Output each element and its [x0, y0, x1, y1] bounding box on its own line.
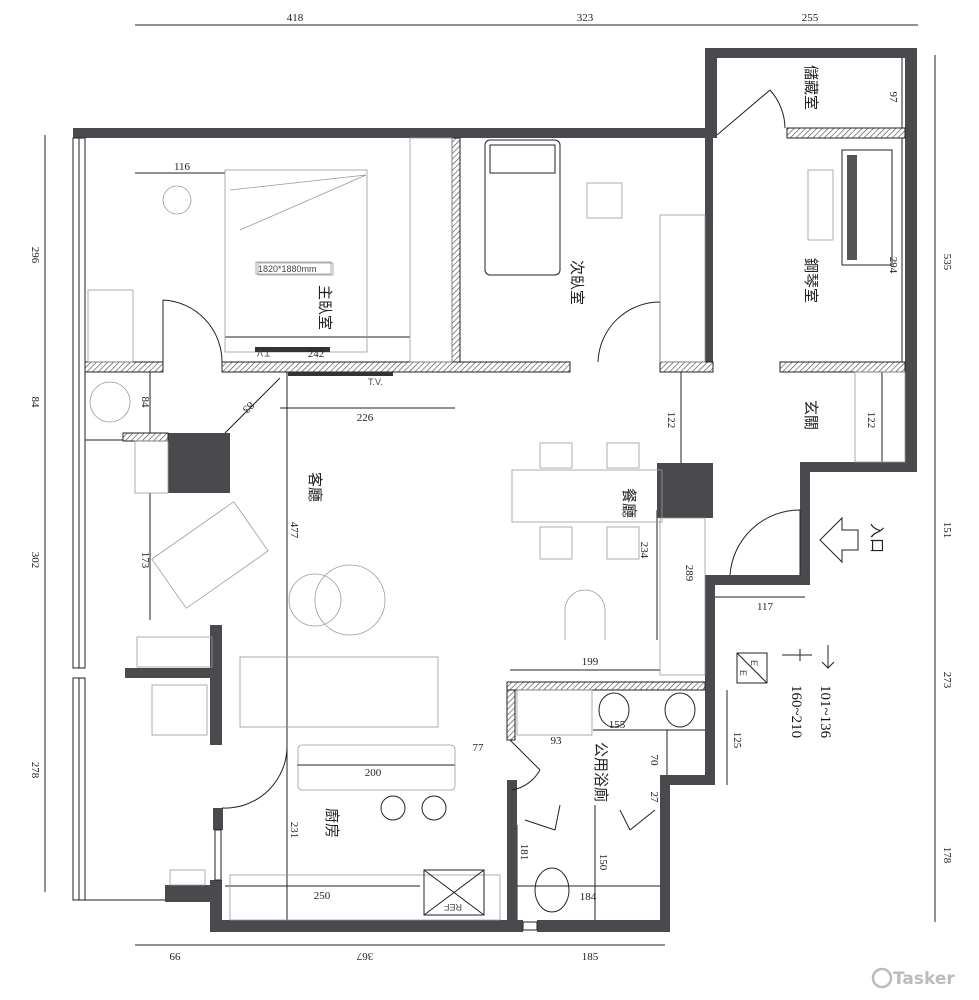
dim-250: 250 [314, 890, 331, 902]
dim-116: 116 [174, 161, 191, 173]
bed-size-label: 1820*1880mm [258, 264, 317, 274]
windows [72, 137, 538, 931]
tv-label-1: T.V. [255, 348, 270, 358]
dimension-lines [44, 24, 936, 946]
watermark-text: Tasker [893, 969, 955, 989]
furniture [87, 137, 906, 921]
arrow-icon [782, 649, 812, 661]
label-storage: 儲藏室 [802, 65, 820, 110]
dim-right-2: 151 [941, 522, 953, 539]
dim-top-1: 418 [287, 12, 304, 24]
dim-150: 150 [597, 854, 609, 871]
entrance-arrow-icon [819, 516, 859, 564]
label-master-bedroom: 主臥室 [316, 285, 334, 330]
dim-173: 173 [139, 552, 151, 569]
dim-right-3: 273 [941, 672, 953, 689]
column [168, 433, 230, 493]
dim-left-3: 302 [29, 552, 41, 569]
dimension-labels: 418 323 255 296 84 302 278 535 151 273 1… [29, 12, 953, 963]
interior-walls [84, 127, 906, 741]
elevator-sign: E E [736, 652, 768, 684]
dim-289: 289 [683, 565, 695, 582]
dim-77: 77 [473, 742, 485, 754]
dim-234: 234 [638, 542, 650, 559]
dim-top-3: 255 [802, 12, 819, 24]
dim-125: 125 [731, 732, 743, 749]
dim-bottom-3: 185 [582, 951, 599, 963]
tv-label-2: T.V. [368, 377, 383, 387]
dim-122-a: 122 [665, 412, 677, 429]
outer-walls [73, 48, 917, 932]
dim-117: 117 [757, 601, 774, 613]
room-labels: 主臥室 次臥室 儲藏室 鋼琴室 玄關 客廳 餐廳 廚房 公用浴廁 入口 [306, 65, 886, 838]
arrow-icon [821, 645, 835, 669]
label-kitchen: 廚房 [323, 808, 341, 838]
dim-181: 181 [518, 844, 530, 861]
dim-122-b: 122 [865, 412, 877, 429]
dim-right-4: 178 [941, 847, 953, 864]
dim-93: 93 [551, 735, 563, 747]
elevator-label-1: E [749, 660, 759, 666]
label-second-bedroom: 次臥室 [568, 260, 586, 305]
dim-184: 184 [580, 891, 597, 903]
dim-left-4: 278 [29, 762, 41, 779]
label-bathroom: 公用浴廁 [592, 742, 610, 802]
fridge-label: REF [443, 902, 462, 912]
range-label-1: 101~136 [817, 685, 833, 739]
dim-242: 242 [308, 348, 325, 360]
elevator-label-2: E [738, 670, 748, 676]
dim-199: 199 [582, 656, 599, 668]
furniture-labels: 1820*1880mm T.V. T.V. REF E E 101~136 16… [255, 261, 835, 912]
dim-bottom-1: 99 [169, 950, 181, 962]
dim-155: 155 [609, 719, 626, 731]
watermark: Tasker [871, 967, 955, 989]
dim-bottom-2: 367 [356, 950, 373, 962]
dim-left-1: 296 [29, 247, 41, 264]
dim-27: 27 [648, 792, 660, 804]
label-dining-room: 餐廳 [620, 488, 638, 518]
label-entrance: 入口 [868, 523, 886, 553]
watermark-logo-icon [871, 967, 893, 989]
dim-83: 83 [240, 399, 257, 416]
range-label-2: 160~210 [788, 685, 804, 738]
dim-231: 231 [288, 822, 300, 839]
dim-70: 70 [648, 755, 660, 767]
dim-right-1: 535 [941, 254, 953, 271]
column [657, 463, 713, 518]
label-living-room: 客廳 [306, 472, 324, 502]
dim-200: 200 [365, 767, 382, 779]
dim-97: 97 [887, 92, 899, 104]
label-piano-room: 鋼琴室 [802, 258, 820, 303]
dim-294: 294 [887, 257, 899, 274]
dim-477: 477 [288, 522, 300, 539]
dim-84: 84 [139, 397, 151, 409]
dim-top-2: 323 [577, 12, 594, 24]
dim-left-2: 84 [29, 397, 41, 409]
doors [162, 89, 801, 831]
dim-226: 226 [357, 412, 374, 424]
label-foyer: 玄關 [802, 400, 820, 430]
